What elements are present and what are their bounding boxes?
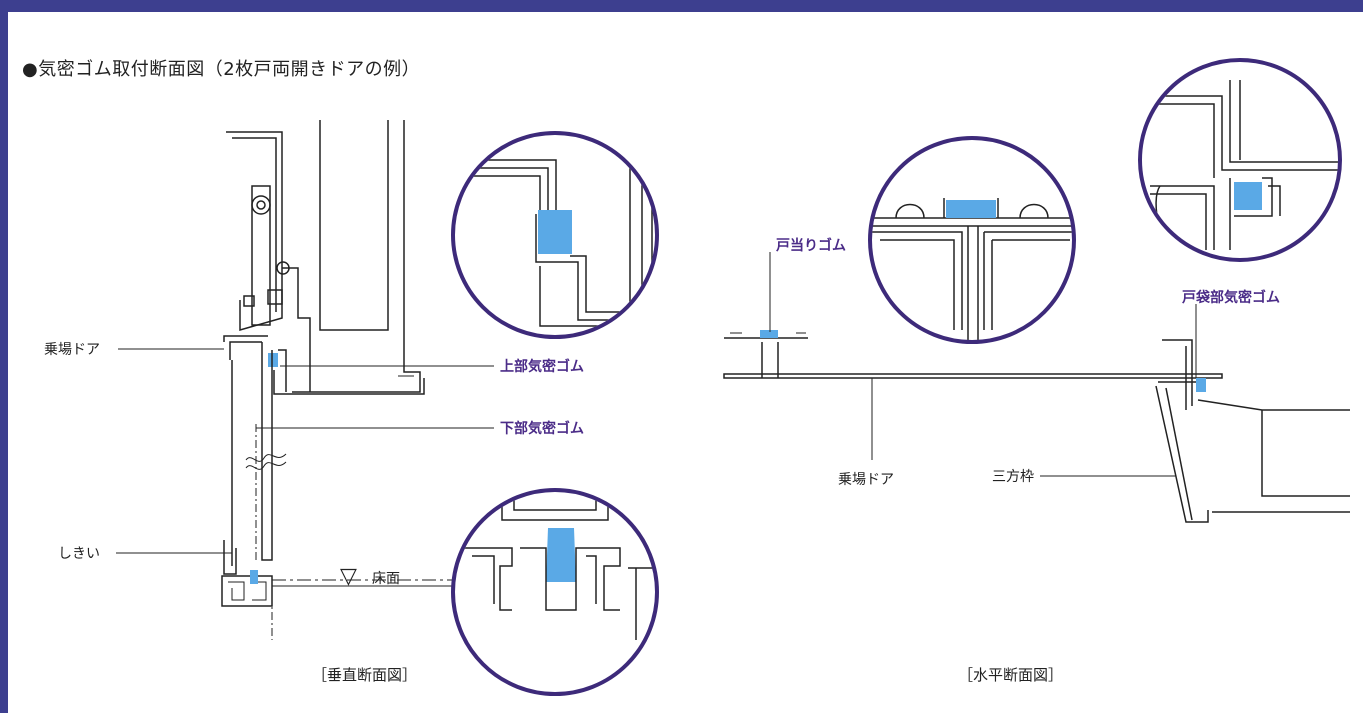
horizontal-section: 戸当りゴム 戸袋部気密ゴム 乗場ドア 三方枠 ［水平断面図］ [723,58,1350,684]
landing-door-label-h: 乗場ドア [838,472,894,488]
horizontal-caption: ［水平断面図］ [958,666,1063,684]
vertical-caption: ［垂直断面図］ [312,666,417,684]
floor-symbol: ▽ [340,564,357,589]
upper-seal-detail [451,131,659,339]
landing-door-label: 乗場ドア [44,342,100,358]
sill-label: しきい [58,546,100,562]
door-stop-rubber-label: 戸当りゴム [776,237,846,254]
door-stop-detail [868,136,1076,344]
vertical-section: ▽ 床面 乗場ドア 上部気密ゴム 下部気密ゴム しきい ［垂直断面図］ [44,120,659,696]
floor-label: 床面 [372,571,400,587]
page-title: ●気密ゴム取付断面図（2枚戸両開きドアの例） [22,59,421,80]
three-side-frame-label: 三方枠 [992,469,1034,485]
pocket-seal-label: 戸袋部気密ゴム [1182,289,1280,306]
lower-seal-label: 下部気密ゴム [500,420,584,437]
upper-seal-label: 上部気密ゴム [500,358,584,375]
lower-seal-detail [451,488,659,696]
pocket-seal-detail [1138,58,1342,262]
